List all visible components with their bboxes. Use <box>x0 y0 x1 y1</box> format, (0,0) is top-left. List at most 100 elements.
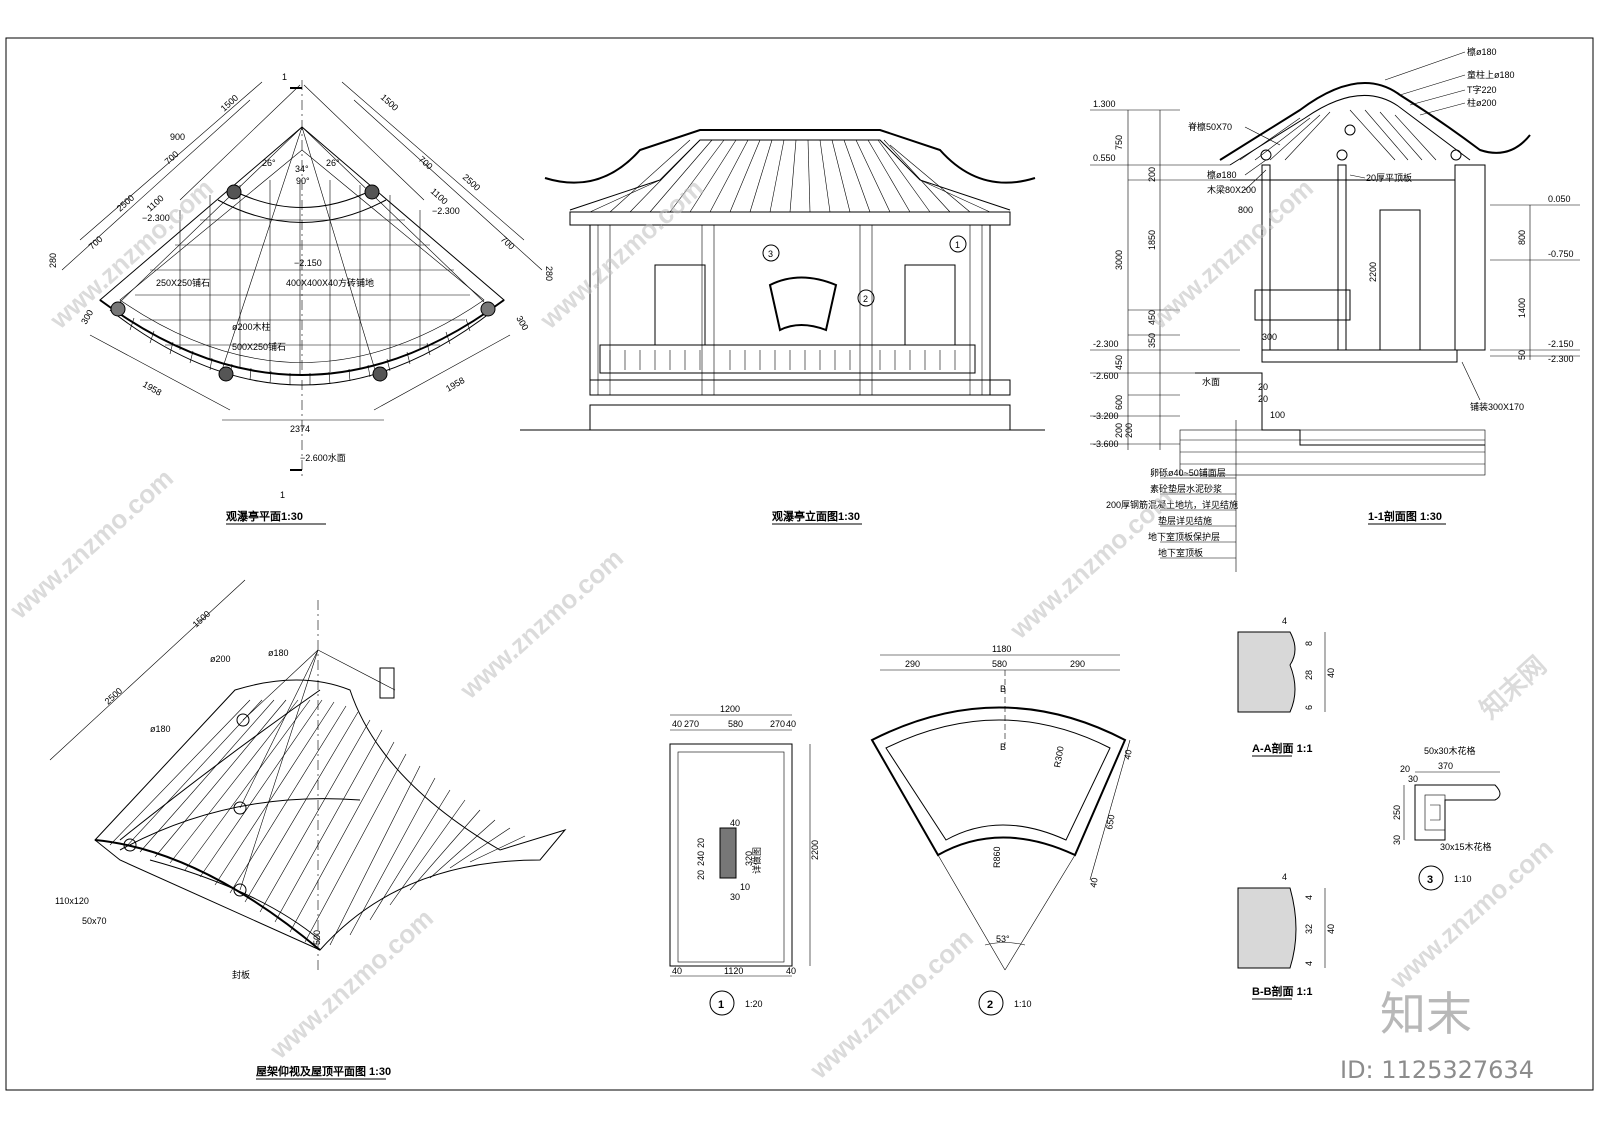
svg-text:700: 700 <box>417 154 435 171</box>
svg-text:0.050: 0.050 <box>1548 194 1571 204</box>
svg-text:600: 600 <box>1114 395 1124 410</box>
svg-text:2: 2 <box>987 999 993 1011</box>
elevation-roof-tiles <box>589 139 991 213</box>
svg-text:3: 3 <box>1427 874 1433 886</box>
svg-text:www.znzmo.com: www.znzmo.com <box>533 173 709 335</box>
svg-text:110x120: 110x120 <box>55 896 89 906</box>
svg-text:详做图: 详做图 <box>751 847 762 874</box>
detail-2: 1180 290 580 290 R300 650 40 40 R860 53°… <box>870 644 1134 1016</box>
roof-title: 屋架仰视及屋顶平面图 1:30 <box>256 1064 391 1078</box>
svg-text:1: 1 <box>282 72 287 82</box>
svg-text:30x15木花格: 30x15木花格 <box>1440 841 1492 852</box>
svg-text:200厚钢筋混凝土地坑，详见结施: 200厚钢筋混凝土地坑，详见结施 <box>1106 499 1238 510</box>
svg-text:www.znzmo.com: www.znzmo.com <box>1143 173 1319 335</box>
svg-text:www.znzmo.com: www.znzmo.com <box>1003 483 1179 645</box>
svg-text:750: 750 <box>1114 135 1124 150</box>
elevation-door-right <box>904 264 956 346</box>
svg-text:卵砾ø40~50铺面层: 卵砾ø40~50铺面层 <box>1150 467 1226 478</box>
svg-text:3000: 3000 <box>1114 250 1124 270</box>
svg-text:300: 300 <box>1262 332 1277 342</box>
plan-radial-lines <box>119 126 485 371</box>
plan-rim-hatch <box>129 317 471 385</box>
svg-text:1958: 1958 <box>444 375 466 394</box>
elevation-title: 观瀑亭立面图1:30 <box>772 509 860 523</box>
svg-text:900: 900 <box>170 132 185 142</box>
svg-text:-3.200: -3.200 <box>1093 411 1119 421</box>
svg-text:B-B剖面 1:1: B-B剖面 1:1 <box>1252 984 1313 998</box>
svg-text:ø200: ø200 <box>210 654 231 664</box>
svg-text:26°: 26° <box>262 158 276 168</box>
svg-text:−2.150: −2.150 <box>294 258 322 268</box>
svg-text:8: 8 <box>1304 641 1314 646</box>
svg-text:50x30木花格: 50x30木花格 <box>1424 745 1476 756</box>
svg-text:地下室顶板: 地下室顶板 <box>1158 547 1203 558</box>
svg-text:270: 270 <box>770 719 785 729</box>
svg-text:280: 280 <box>48 253 58 268</box>
roof-plan-view: 2500 1500 500 ø200 ø180 ø180 110x120 50x… <box>49 579 567 1080</box>
svg-text:2374: 2374 <box>290 424 310 434</box>
svg-text:280: 280 <box>544 266 554 281</box>
svg-text:ø180: ø180 <box>150 724 171 734</box>
svg-text:地下室顶板保护层: 地下室顶板保护层 <box>1148 531 1220 542</box>
svg-text:T字220: T字220 <box>1467 84 1497 95</box>
svg-text:20: 20 <box>1258 394 1268 404</box>
svg-text:200: 200 <box>1124 423 1134 438</box>
svg-text:B: B <box>1000 742 1006 752</box>
svg-text:www.znzmo.com: www.znzmo.com <box>803 923 979 1085</box>
section-roof <box>1219 82 1531 161</box>
svg-text:40: 40 <box>1326 668 1336 678</box>
svg-text:20: 20 <box>696 838 706 848</box>
elevation-marker-1 <box>949 235 967 253</box>
plan-inner-outline <box>119 149 485 363</box>
svg-text:ø180: ø180 <box>268 648 289 658</box>
svg-text:−2.300: −2.300 <box>432 206 460 216</box>
svg-text:3: 3 <box>768 249 773 259</box>
svg-text:50x70: 50x70 <box>82 916 107 926</box>
section-aa: 4 8 28 6 40 A-A剖面 1:1 <box>1237 616 1336 757</box>
svg-text:20: 20 <box>1400 764 1410 774</box>
svg-text:1:10: 1:10 <box>1014 999 1032 1009</box>
svg-text:700: 700 <box>87 234 105 251</box>
svg-text:53°: 53° <box>996 934 1010 944</box>
svg-text:2200: 2200 <box>810 840 820 860</box>
svg-text:www.znzmo.com: www.znzmo.com <box>453 543 629 705</box>
svg-text:300: 300 <box>514 314 530 332</box>
svg-text:450: 450 <box>1147 310 1157 325</box>
svg-text:水面: 水面 <box>1202 376 1220 387</box>
svg-text:−2.300: −2.300 <box>142 213 170 223</box>
svg-text:1120: 1120 <box>724 966 743 976</box>
svg-text:800: 800 <box>1517 230 1527 245</box>
svg-text:650: 650 <box>1104 814 1116 831</box>
svg-text:4: 4 <box>1282 616 1287 626</box>
svg-text:1: 1 <box>718 999 724 1011</box>
svg-text:500X250铺石: 500X250铺石 <box>232 341 286 352</box>
svg-text:1200: 1200 <box>720 704 740 714</box>
svg-text:700: 700 <box>163 149 181 166</box>
svg-text:500: 500 <box>312 930 322 945</box>
svg-text:800: 800 <box>1238 205 1253 215</box>
svg-text:R860: R860 <box>992 846 1002 868</box>
svg-text:檩ø180: 檩ø180 <box>1467 46 1497 57</box>
svg-text:400X400X40方砖铺地: 400X400X40方砖铺地 <box>286 277 374 288</box>
svg-text:B: B <box>1000 684 1006 694</box>
svg-text:50: 50 <box>1517 350 1527 360</box>
svg-text:1180: 1180 <box>992 644 1011 654</box>
elevation-marker-2 <box>857 289 875 307</box>
svg-text:1958: 1958 <box>141 379 163 398</box>
image-id: ID: 1125327634 <box>1340 1056 1534 1084</box>
svg-text:檩ø180: 檩ø180 <box>1207 169 1237 180</box>
svg-text:木梁80X200: 木梁80X200 <box>1207 184 1256 195</box>
svg-text:1500: 1500 <box>379 92 401 113</box>
svg-text:2500: 2500 <box>115 193 137 214</box>
elevation-view: 1 2 3 观瀑亭立面图1:30 <box>520 129 1045 525</box>
svg-text:20: 20 <box>696 870 706 880</box>
plan-view: 1500 1500 2500 2500 1100 1100 700 700 70… <box>48 72 554 525</box>
svg-text:A-A剖面 1:1: A-A剖面 1:1 <box>1252 741 1313 755</box>
brand-logo: 知末 <box>1380 987 1472 1041</box>
svg-text:40: 40 <box>672 966 682 976</box>
svg-text:370: 370 <box>1438 761 1453 771</box>
svg-text:240: 240 <box>696 851 706 866</box>
svg-text:4: 4 <box>1304 895 1314 900</box>
svg-text:1: 1 <box>955 240 960 250</box>
